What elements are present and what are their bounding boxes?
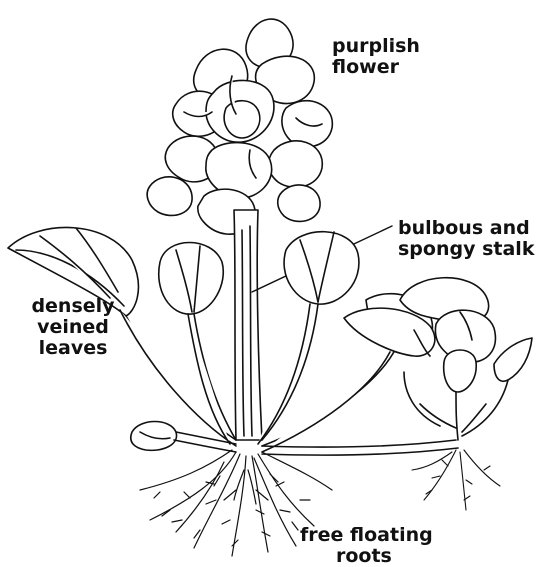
veined-leaves-label: densely veined leaves <box>8 296 138 359</box>
bulbous-stalk-label-line-2: spongy stalk <box>398 239 534 260</box>
stolon <box>262 440 458 455</box>
floating-roots-label-line-2: roots <box>300 546 433 567</box>
daughter-roots <box>412 450 500 510</box>
veined-leaves-label-line-1: densely <box>8 296 138 317</box>
bulbous-stalk-label-line-1: bulbous and <box>398 218 534 239</box>
floating-roots-label-line-1: free floating <box>300 525 433 546</box>
veined-leaves-label-line-3: leaves <box>8 338 138 359</box>
purplish-flower-label-line-1: purplish <box>332 36 420 57</box>
floating-roots-label: free floating roots <box>300 525 433 567</box>
veined-leaves-label-line-2: veined <box>8 317 138 338</box>
purplish-flower-label: purplish flower <box>332 36 420 78</box>
stalk <box>234 210 262 440</box>
bulbous-stalk-label: bulbous and spongy stalk <box>398 218 534 260</box>
purplish-flower-label-line-2: flower <box>332 57 420 78</box>
flower-cluster <box>147 19 332 234</box>
